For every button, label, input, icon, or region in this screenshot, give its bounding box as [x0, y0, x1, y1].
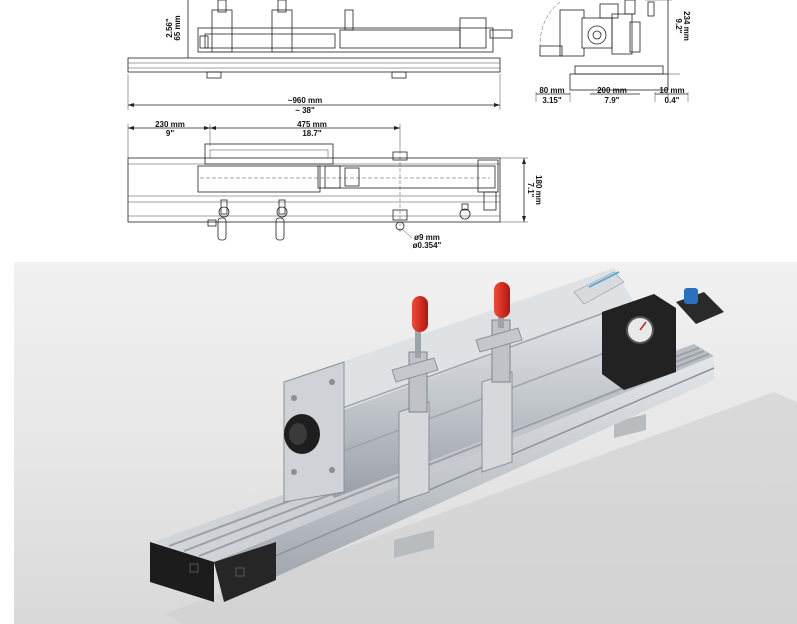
linear-guide [284, 302, 634, 498]
end-width-2-in: 7.9" [605, 96, 620, 105]
end-cap [214, 542, 276, 602]
clamp-handle [494, 282, 510, 318]
end-height-in: 9.2" [674, 19, 683, 34]
side-height-mm: 65 mm [173, 15, 182, 40]
end-width-1-mm: 80 mm [539, 86, 564, 95]
top-offset-in: 9" [166, 129, 174, 138]
side-height-in: 2.56" [165, 18, 174, 38]
top-offset-mm: 230 mm [155, 120, 185, 129]
drawing-svg: 65 mm 2.56" ~960 mm ~ 38" 80 mm [127, 0, 691, 250]
side-length-in: ~ 38" [295, 106, 315, 115]
linear-guide-top [284, 268, 634, 432]
end-width-3-mm: 10 mm [659, 86, 684, 95]
toggle-clamp [475, 282, 523, 473]
pneumatic-cylinder [573, 271, 625, 305]
top-view: 230 mm 9" 475 mm 18.7" 180 mm 7.1" ø9 mm… [127, 120, 543, 250]
end-height-mm: 234 mm [682, 11, 691, 41]
top-depth-in: 7.1" [526, 183, 535, 198]
end-cap [150, 542, 214, 602]
top-span-mm: 475 mm [297, 120, 327, 129]
end-width-1-in: 3.15" [542, 96, 562, 105]
hole-dia-mm: ø9 mm [414, 233, 440, 242]
product-illustration [150, 268, 797, 624]
end-width-2-mm: 200 mm [597, 86, 627, 95]
clamp-handle [412, 296, 428, 332]
control-valve [676, 288, 724, 324]
product-photo [14, 262, 797, 624]
air-hose [588, 271, 620, 288]
end-width-3-in: 0.4" [665, 96, 680, 105]
side-length-mm: ~960 mm [288, 96, 322, 105]
top-depth-mm: 180 mm [534, 175, 543, 205]
floor-shadow [164, 392, 797, 624]
valve-button [684, 288, 698, 304]
base-rail-front [214, 356, 714, 600]
toggle-clamp [391, 296, 439, 503]
technical-drawing: 65 mm 2.56" ~960 mm ~ 38" 80 mm [0, 0, 797, 262]
support-foot [394, 530, 434, 558]
top-span-in: 18.7" [302, 129, 322, 138]
pressure-gauge-block [602, 294, 676, 390]
end-view: 80 mm 3.15" 200 mm 7.9" 10 mm 0.4" 234 m… [535, 0, 691, 105]
hole-dia-in: ø0.354" [413, 241, 442, 250]
side-view: 65 mm 2.56" ~960 mm ~ 38" [127, 0, 513, 115]
